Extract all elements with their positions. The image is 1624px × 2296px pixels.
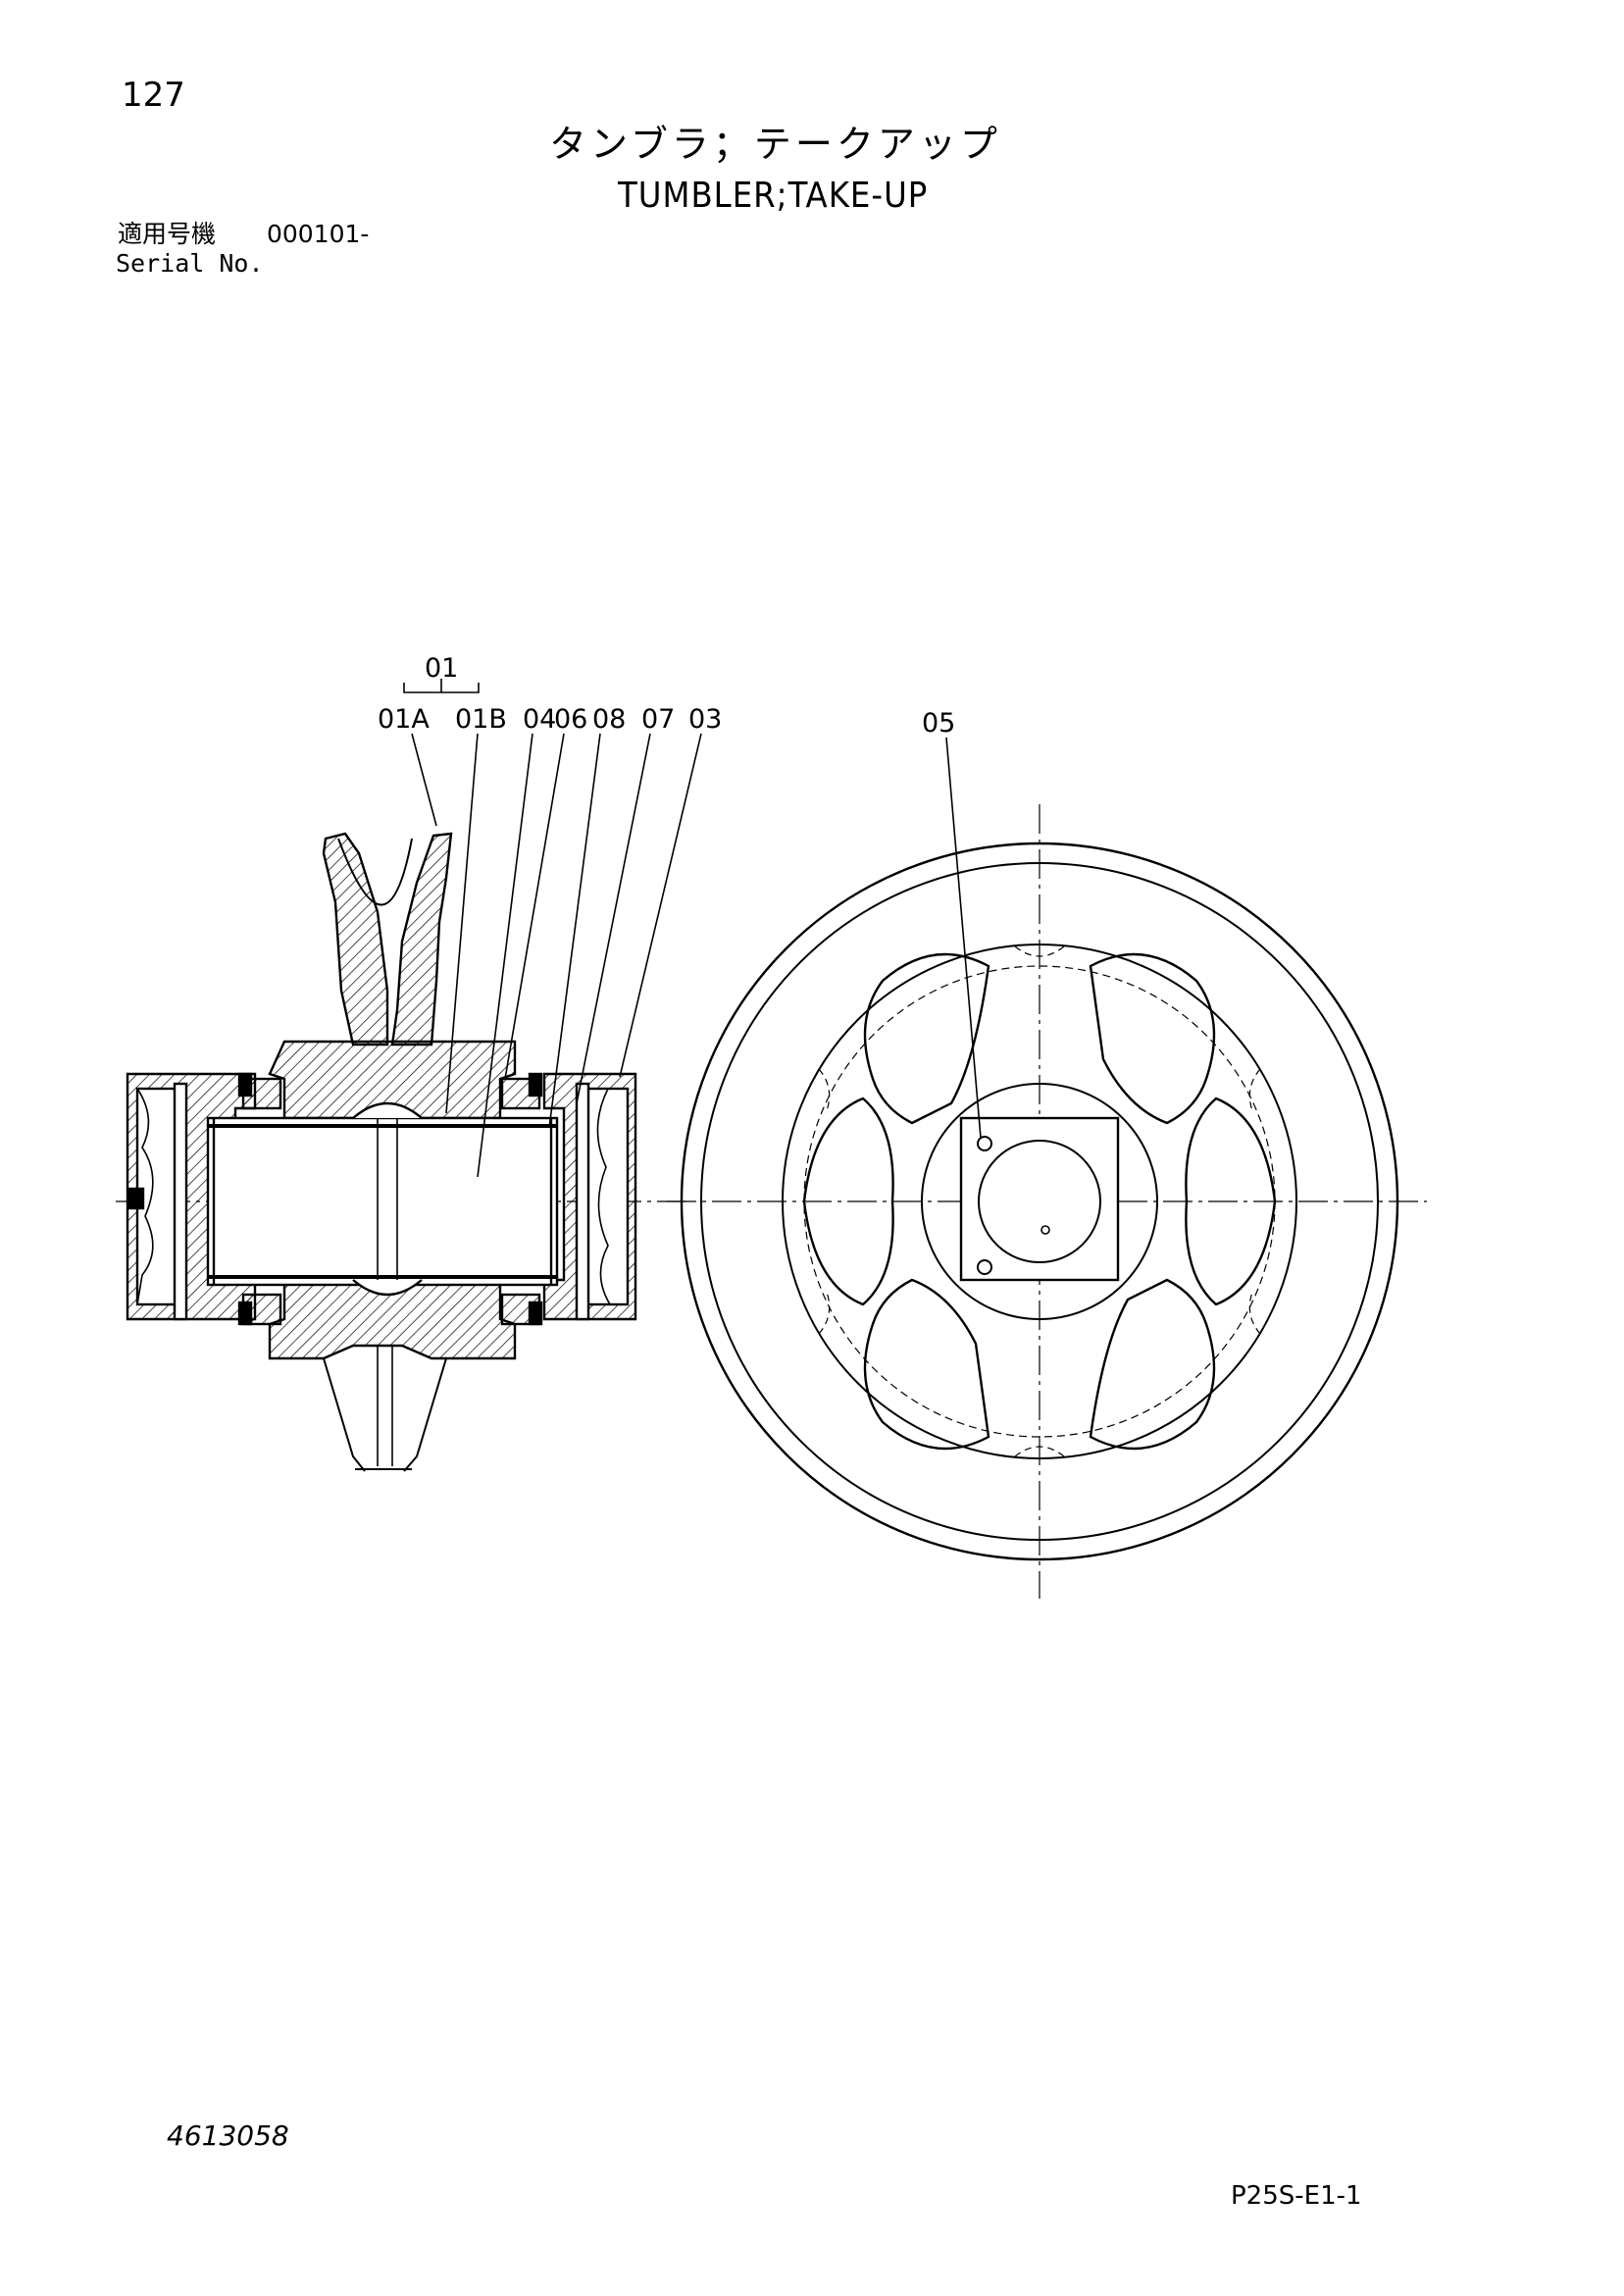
page-title-english: TUMBLER;TAKE-UP	[618, 176, 929, 216]
serial-number-value: 000101-	[267, 220, 370, 248]
callout-07: 07	[641, 704, 675, 735]
callout-01a: 01A	[378, 704, 430, 735]
page-number: 127	[122, 76, 185, 115]
callout-01: 01	[425, 653, 458, 684]
drawing-code: P25S-E1-1	[1231, 2181, 1362, 2211]
page-title-japanese: タンブラ；テークアップ	[549, 123, 1001, 166]
callout-labels: 01 01A 01B 04 06 08 07 03 05	[378, 653, 955, 739]
callout-leaders	[403, 679, 982, 1178]
cross-section-view	[116, 832, 686, 1472]
callout-03: 03	[688, 704, 722, 735]
serial-label-japanese: 適用号機	[118, 220, 217, 248]
callout-08: 08	[592, 704, 626, 735]
callout-05: 05	[922, 708, 955, 739]
front-view	[667, 804, 1427, 1599]
callout-06: 06	[554, 704, 587, 735]
callout-01b: 01B	[455, 704, 507, 735]
serial-label-english: Serial No.	[116, 249, 264, 278]
document-number: 4613058	[167, 2119, 289, 2152]
callout-04: 04	[523, 704, 556, 735]
